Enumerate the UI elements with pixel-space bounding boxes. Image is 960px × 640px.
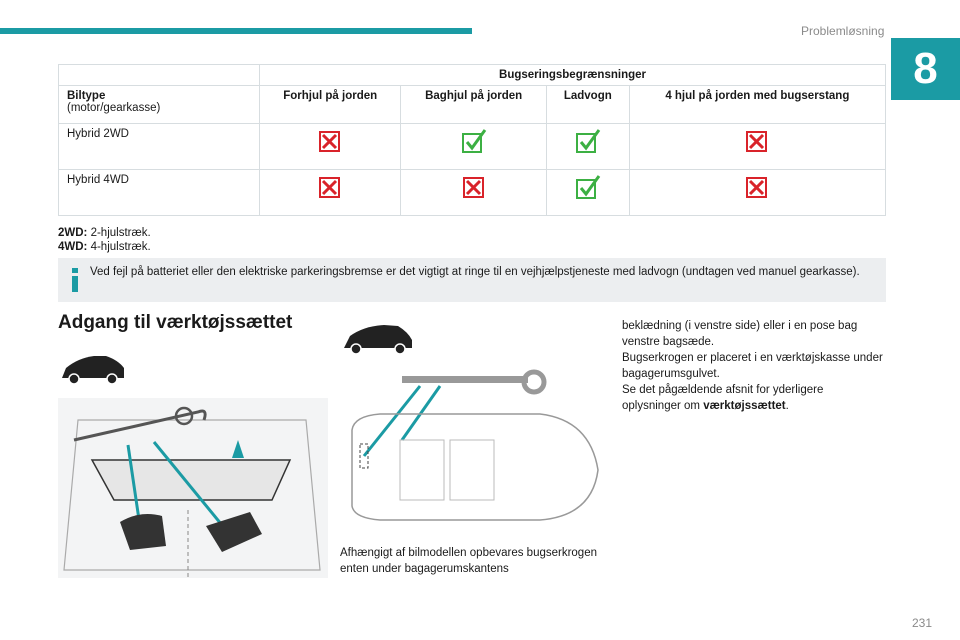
page-number: 231 (912, 616, 933, 630)
cross-icon (746, 177, 768, 198)
cross-icon (319, 177, 341, 198)
chapter-badge: 8 (891, 38, 960, 100)
towing-mark (545, 123, 630, 170)
info-box: Ved fejl på batteriet eller den elektris… (58, 258, 886, 302)
column-header: Baghjul på jorden (400, 85, 547, 124)
tow-hook-illustration (344, 325, 599, 521)
suv-silhouette-icon (344, 325, 412, 355)
check-icon (575, 175, 600, 199)
abbreviations: 2WD: 2-hjulstræk. 4WD: 4-hjulstræk. (58, 227, 151, 253)
car-silhouette-icon (62, 356, 124, 385)
towing-mark (258, 169, 402, 216)
table-group-header: Bugseringsbegrænsninger (259, 64, 886, 86)
towing-mark (258, 123, 402, 170)
column-header: 4 hjul på jorden med bugserstang (628, 85, 887, 124)
towing-mark (628, 169, 887, 216)
right-text: beklædning (i venstre side) eller i en p… (622, 320, 883, 412)
towing-mark (545, 169, 630, 216)
column-header: Ladvogn (545, 85, 630, 124)
table-group-header-row: Bugseringsbegrænsninger (58, 64, 886, 86)
row-label: Hybrid 4WD (58, 169, 260, 216)
biltype-header: Biltype (motor/gearkasse) (58, 85, 260, 124)
toolkit-heading: Adgang til værktøjssættet (58, 312, 293, 333)
check-icon (461, 129, 486, 153)
check-icon (575, 129, 600, 153)
row-label: Hybrid 2WD (58, 123, 260, 170)
cross-icon (462, 177, 484, 198)
section-title: Problemløsning (801, 24, 885, 38)
towing-table: Bugseringsbegrænsninger Biltype (motor/g… (58, 64, 887, 216)
cross-icon (319, 131, 341, 152)
table-header-row: Biltype (motor/gearkasse) Forhjul på jor… (58, 85, 887, 124)
tow-hook-icon (402, 369, 547, 395)
table-row: Hybrid 4WD (58, 169, 887, 216)
towing-mark (628, 123, 887, 170)
table-row: Hybrid 2WD (58, 123, 887, 170)
info-icon (72, 268, 78, 292)
header-accent-bar (0, 28, 472, 34)
towing-mark (400, 169, 547, 216)
towing-mark (400, 123, 547, 170)
column-header: Forhjul på jorden (258, 85, 402, 124)
trunk-illustration (58, 356, 328, 578)
info-text: Ved fejl på batteriet eller den elektris… (90, 266, 860, 278)
cross-icon (746, 131, 768, 152)
mid-text: Afhængigt af bilmodellen opbevares bugse… (340, 547, 597, 575)
